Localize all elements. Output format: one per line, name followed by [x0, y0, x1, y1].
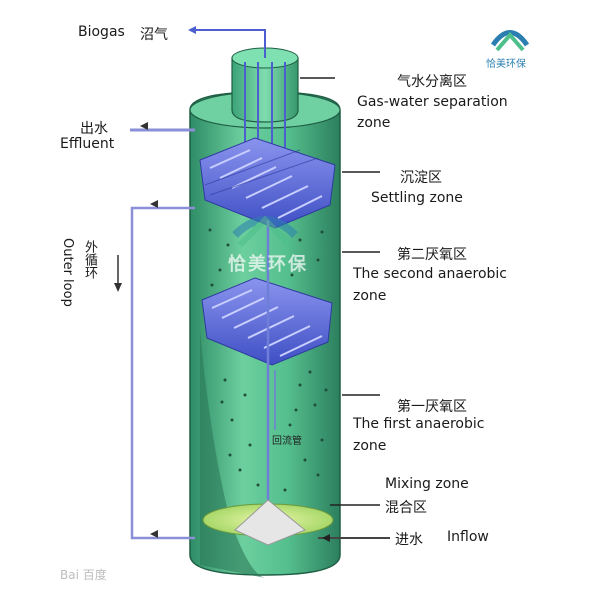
settling-label-en: Settling zone	[371, 190, 463, 206]
gas-water-label-cn: 气水分离区	[397, 74, 467, 90]
baidu-watermark: Bai 百度	[60, 568, 107, 582]
second-anaerobic-label-cn: 第二厌氧区	[397, 247, 467, 263]
gas-water-separator-drum	[231, 47, 299, 123]
leader-lines	[300, 77, 380, 506]
upper-baffle-block	[199, 137, 336, 229]
watermark-logo-mark	[232, 215, 298, 248]
gas-water-label-en-1: Gas-water separation	[357, 94, 508, 110]
settling-label-cn: 沉淀区	[400, 170, 442, 186]
outer-loop-pipe	[114, 200, 195, 540]
brand-logo-mark	[490, 30, 530, 52]
gas-water-label-en-2: zone	[357, 115, 391, 131]
effluent-label-en: Effluent	[60, 136, 115, 152]
brand-logo-text: 恰美环保	[486, 59, 526, 70]
biogas-label-cn: 沼气	[140, 27, 168, 43]
first-anaerobic-label-en-2: zone	[353, 438, 387, 454]
biogas-pipe	[188, 26, 266, 58]
first-anaerobic-label-cn: 第一厌氧区	[397, 399, 467, 415]
inflow-label-en: Inflow	[447, 529, 489, 545]
mixing-zone-label-en: Mixing zone	[385, 476, 469, 492]
effluent-pipe	[130, 122, 195, 132]
mixing-zone-label-cn: 混合区	[385, 500, 427, 516]
inflow-pipe	[318, 534, 390, 542]
effluent-label-cn: 出水	[80, 121, 108, 137]
outer-loop-label-cn: 外循环	[82, 240, 97, 279]
second-anaerobic-label-en-2: zone	[353, 288, 387, 304]
sludge-particles	[208, 228, 328, 492]
return-pipe	[266, 220, 276, 510]
biogas-label-en: Biogas	[78, 24, 125, 40]
watermark-text: 恰美环保	[228, 254, 308, 275]
return-pipe-label-cn: 回流管	[272, 436, 302, 447]
first-anaerobic-label-en-1: The first anaerobic	[353, 416, 485, 432]
mixing-zone	[202, 499, 334, 546]
second-anaerobic-label-en-1: The second anaerobic	[353, 266, 507, 282]
outer-loop-label-en: Outer loop	[60, 238, 75, 307]
inflow-label-cn: 进水	[395, 532, 423, 548]
